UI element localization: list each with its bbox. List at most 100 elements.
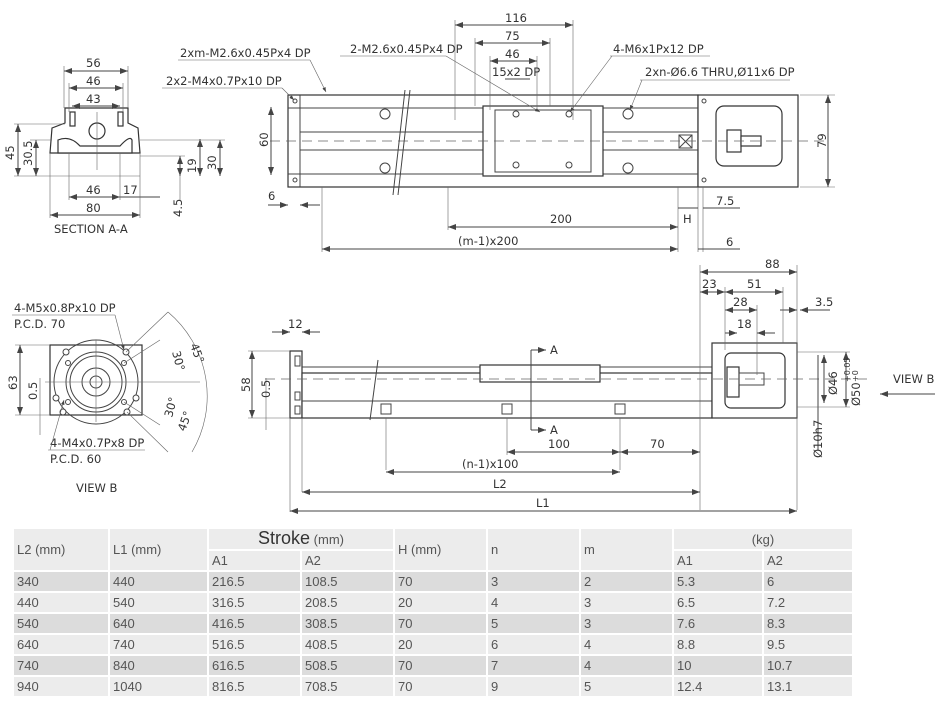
cell-mass-a1: 10 <box>674 656 762 675</box>
cell-n: 3 <box>488 572 579 591</box>
cell-n: 9 <box>488 677 579 696</box>
cell-stroke-a1: 416.5 <box>209 614 300 633</box>
dim-200: 200 <box>550 212 572 226</box>
dim-18: 18 <box>737 317 752 331</box>
cell-stroke-a2: 708.5 <box>302 677 393 696</box>
dim-3-5: 3.5 <box>815 295 833 309</box>
dim-51: 51 <box>747 277 762 291</box>
cell-l1: 640 <box>110 614 207 633</box>
cell-l2: 540 <box>14 614 108 633</box>
dim-30-5: 30.5 <box>21 140 35 166</box>
cell-l1: 740 <box>110 635 207 654</box>
view-b: 45° 30° 30° 45° 4-M5x0.8Px10 DP P.C.D. 7… <box>6 301 208 495</box>
cell-l1: 540 <box>110 593 207 612</box>
dim-dia-50-tol-upper: +0.05 <box>843 357 852 382</box>
cell-m: 3 <box>581 614 672 633</box>
dim-l1: L1 <box>536 496 550 510</box>
cell-mass-a2: 10.7 <box>764 656 852 675</box>
top-view: 2xm-M2.6x0.45Px4 DP 2x2-M4x0.7Px10 DP 2-… <box>162 11 835 252</box>
cell-stroke-a1: 816.5 <box>209 677 300 696</box>
dim-6-left: 6 <box>268 189 275 203</box>
angle-30-bottom: 30° <box>161 395 180 418</box>
cell-mass-a1: 7.6 <box>674 614 762 633</box>
section-aa-title: SECTION A-A <box>54 222 128 236</box>
dim-28: 28 <box>733 295 748 309</box>
cell-stroke-a2: 408.5 <box>302 635 393 654</box>
cell-stroke-a2: 508.5 <box>302 656 393 675</box>
dim-56: 56 <box>86 56 101 70</box>
view-b-title: VIEW B <box>76 481 118 495</box>
header-n: n <box>488 529 579 570</box>
callout-lower-pcd: P.C.D. 60 <box>50 452 101 466</box>
header-stroke-unit: (mm) <box>313 532 344 547</box>
spec-table: L2 (mm) L1 (mm) Stroke (mm) H (mm) n m (… <box>12 527 854 698</box>
side-view: A A 12 58 0.5 88 23 51 28 3.5 18 Ø46 Ø50… <box>239 257 935 514</box>
dim-7-5: 7.5 <box>716 194 734 208</box>
callout-end-taps: 2x2-M4x0.7Px10 DP <box>166 74 282 88</box>
cell-stroke-a2: 108.5 <box>302 572 393 591</box>
cell-l2: 440 <box>14 593 108 612</box>
cell-stroke-a1: 316.5 <box>209 593 300 612</box>
dim-45: 45 <box>3 145 17 160</box>
dim-70: 70 <box>650 437 665 451</box>
cell-mass-a1: 12.4 <box>674 677 762 696</box>
cell-n: 5 <box>488 614 579 633</box>
header-stroke: Stroke (mm) <box>209 529 393 549</box>
dim-17: 17 <box>123 183 138 197</box>
cell-m: 4 <box>581 656 672 675</box>
section-mark-bottom: A <box>550 423 558 437</box>
cell-l2: 640 <box>14 635 108 654</box>
callout-carriage-taps: 4-M6x1Px12 DP <box>613 42 704 56</box>
cell-mass-a1: 8.8 <box>674 635 762 654</box>
header-mass-a2: A2 <box>764 551 852 570</box>
cell-h: 70 <box>395 656 486 675</box>
header-stroke-a2: A2 <box>302 551 393 570</box>
cell-mass-a2: 7.2 <box>764 593 852 612</box>
cell-stroke-a2: 208.5 <box>302 593 393 612</box>
dim-79: 79 <box>815 133 829 148</box>
cell-mass-a2: 13.1 <box>764 677 852 696</box>
cell-n: 7 <box>488 656 579 675</box>
cell-m: 2 <box>581 572 672 591</box>
dim-12: 12 <box>288 317 303 331</box>
angle-30-top: 30° <box>169 349 188 372</box>
header-stroke-a1: A1 <box>209 551 300 570</box>
dim-6-right: 6 <box>726 235 733 249</box>
cell-l2: 340 <box>14 572 108 591</box>
cell-mass-a1: 6.5 <box>674 593 762 612</box>
angle-45-bottom: 45° <box>175 409 195 433</box>
cell-stroke-a1: 216.5 <box>209 572 300 591</box>
dim-46-bottom: 46 <box>86 183 101 197</box>
dim-l2: L2 <box>493 477 507 491</box>
cell-n: 4 <box>488 593 579 612</box>
dim-dia-50: Ø50 <box>849 382 863 406</box>
dim-0-5-side: 0.5 <box>259 380 273 398</box>
cell-mass-a2: 6 <box>764 572 852 591</box>
header-mass-a1: A1 <box>674 551 762 570</box>
dim-19: 19 <box>185 158 199 173</box>
dim-116: 116 <box>505 11 527 25</box>
callout-thru-holes: 2xn-Ø6.6 THRU,Ø11x6 DP <box>645 65 795 79</box>
dim-75: 75 <box>505 29 520 43</box>
dim-dia-50-tol-lower: +0 <box>851 370 860 382</box>
dim-n-pitch: (n-1)x100 <box>462 457 518 471</box>
dim-58: 58 <box>239 377 253 392</box>
dim-30: 30 <box>205 155 219 170</box>
callout-carriage-taps-small: 2-M2.6x0.45Px4 DP <box>350 42 463 56</box>
dim-46-top: 46 <box>86 74 101 88</box>
section-aa-view: 56 46 43 45 30.5 19 30 4.5 46 17 80 SECT… <box>3 56 225 236</box>
cell-n: 6 <box>488 635 579 654</box>
cell-l2: 740 <box>14 656 108 675</box>
cell-h: 70 <box>395 614 486 633</box>
cell-h: 20 <box>395 635 486 654</box>
cell-l2: 940 <box>14 677 108 696</box>
dim-15x2: 15x2 DP <box>492 65 540 79</box>
dim-60: 60 <box>257 132 271 147</box>
dim-dia-46: Ø46 <box>826 371 840 395</box>
header-l2: L2 (mm) <box>14 529 108 570</box>
cell-h: 20 <box>395 593 486 612</box>
cell-stroke-a1: 516.5 <box>209 635 300 654</box>
